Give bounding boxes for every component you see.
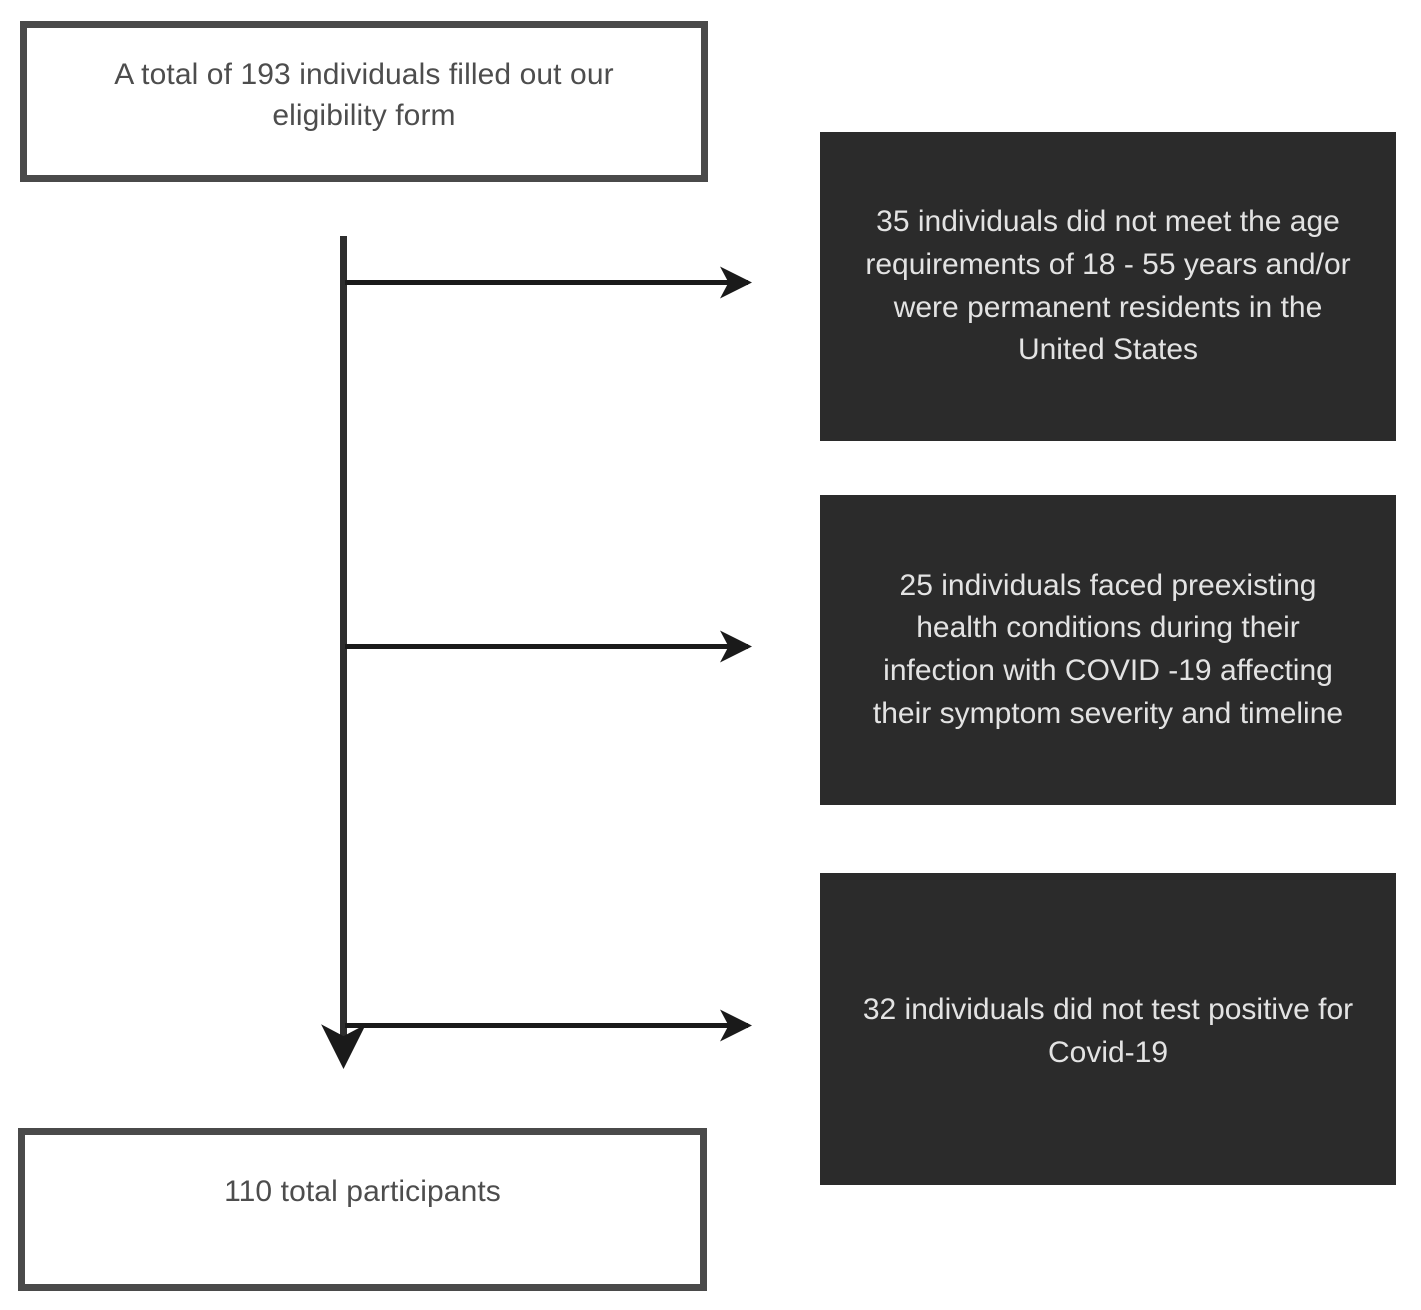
node-eligibility-form: A total of 193 individuals filled out ou… xyxy=(20,21,708,182)
node-exclusion-negative-test-label: 32 individuals did not test positive for… xyxy=(862,993,1354,1069)
node-exclusion-preexisting-health: 25 individuals faced preexisting health … xyxy=(820,495,1396,805)
node-total-participants-label: 110 total participants xyxy=(224,1175,501,1208)
node-eligibility-form-label: A total of 193 individuals filled out ou… xyxy=(114,58,614,133)
node-exclusion-preexisting-health-label: 25 individuals faced preexisting health … xyxy=(872,568,1344,730)
node-total-participants: 110 total participants xyxy=(18,1128,707,1291)
node-exclusion-age-residency: 35 individuals did not meet the age requ… xyxy=(820,132,1396,441)
node-exclusion-age-residency-label: 35 individuals did not meet the age requ… xyxy=(865,205,1351,367)
node-exclusion-negative-test: 32 individuals did not test positive for… xyxy=(820,873,1396,1185)
